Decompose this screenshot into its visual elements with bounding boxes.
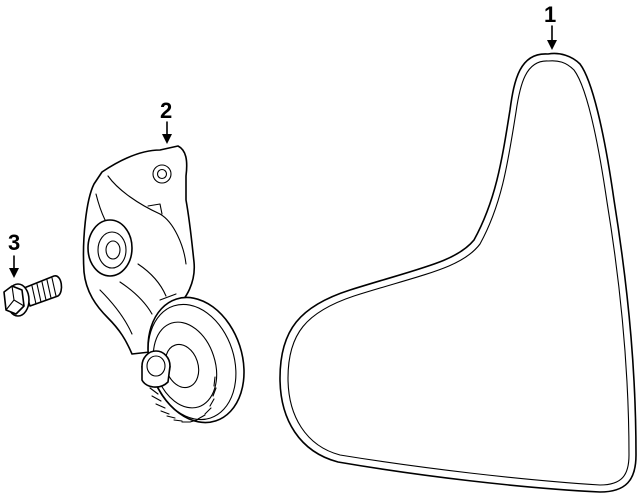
pulley-grooves: [149, 376, 217, 423]
callout-1: 1: [544, 2, 557, 50]
arrow-down-icon: [547, 40, 557, 50]
tensioner-bolt[interactable]: [3, 275, 63, 317]
callout-label-1: 1: [544, 2, 556, 27]
callout-3: 3: [8, 230, 20, 278]
arrow-down-icon: [9, 268, 19, 278]
arrow-down-icon: [162, 134, 172, 144]
drive-belt[interactable]: [279, 52, 637, 493]
belt-tensioner[interactable]: [82, 145, 259, 435]
callout-label-2: 2: [160, 98, 172, 123]
callout-label-3: 3: [8, 230, 20, 255]
callout-2: 2: [160, 98, 172, 144]
